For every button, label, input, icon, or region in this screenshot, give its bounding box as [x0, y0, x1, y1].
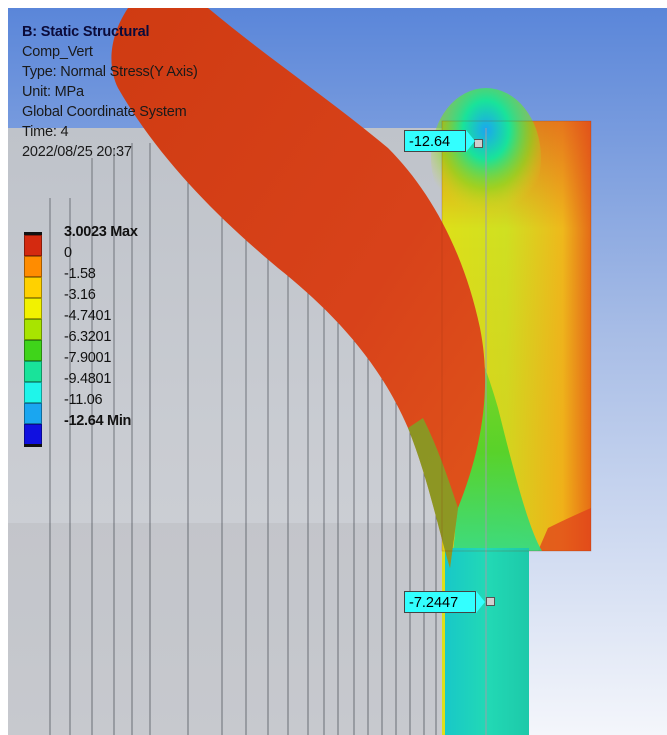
- legend-swatch: [24, 340, 42, 361]
- plate-bottom-red-edge: [538, 508, 591, 551]
- legend-label: -7.9001: [64, 350, 112, 366]
- legend-swatch: [24, 256, 42, 277]
- legend-label: -4.7401: [64, 308, 112, 324]
- legend-label: 3.0023 Max: [64, 224, 138, 240]
- result-name: Comp_Vert: [22, 44, 93, 60]
- probe-label-stem[interactable]: -7.2447: [404, 591, 476, 613]
- legend-swatch: [24, 424, 42, 445]
- legend-swatch: [24, 382, 42, 403]
- legend-swatch: [24, 235, 42, 256]
- probe-marker-bottom[interactable]: [486, 597, 495, 606]
- analysis-title: B: Static Structural: [22, 24, 150, 40]
- legend-label: -1.58: [64, 266, 96, 282]
- result-type: Type: Normal Stress(Y Axis): [22, 64, 198, 80]
- lower-stem: [445, 548, 529, 735]
- legend-swatch: [24, 361, 42, 382]
- legend-swatch: [24, 403, 42, 424]
- wall-shadow-band: [8, 523, 442, 735]
- legend-swatch: [24, 298, 42, 319]
- coordinate-system: Global Coordinate System: [22, 104, 187, 120]
- legend-label: -11.06: [64, 392, 103, 408]
- result-unit: Unit: MPa: [22, 84, 84, 100]
- probe-pointer-min: [466, 130, 475, 152]
- graphics-viewport[interactable]: B: Static Structural Comp_Vert Type: Nor…: [8, 8, 667, 735]
- curved-arm: [111, 8, 486, 568]
- probe-pointer-stem: [476, 591, 485, 613]
- plate-outline: [441, 120, 592, 552]
- legend-label: 0: [64, 245, 72, 261]
- legend-swatch: [24, 319, 42, 340]
- legend-label: -12.64 Min: [64, 413, 132, 429]
- legend-label: -3.16: [64, 287, 96, 303]
- time-step: Time: 4: [22, 124, 69, 140]
- legend-cap-top: [24, 232, 42, 235]
- arm-edge-green: [408, 418, 458, 568]
- probe-label-min[interactable]: -12.64: [404, 130, 466, 152]
- legend-label: -9.4801: [64, 371, 112, 387]
- legend-cap-bottom: [24, 444, 42, 447]
- probe-marker-top[interactable]: [474, 139, 483, 148]
- model-view[interactable]: [8, 8, 667, 735]
- legend-swatch: [24, 277, 42, 298]
- legend-label: -6.3201: [64, 329, 112, 345]
- timestamp: 2022/08/25 20:37: [22, 144, 132, 160]
